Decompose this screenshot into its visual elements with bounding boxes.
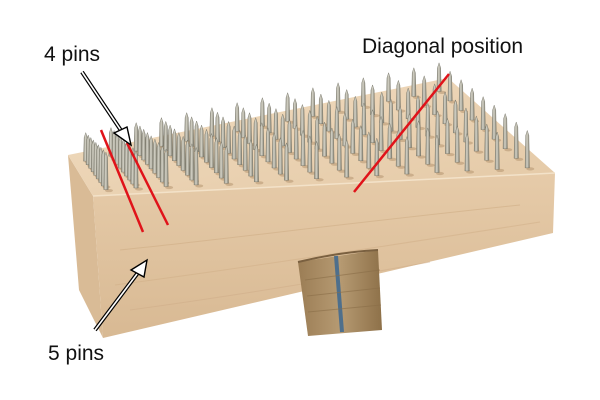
pin xyxy=(237,129,247,168)
pin xyxy=(491,104,502,142)
pin xyxy=(445,117,455,157)
pin xyxy=(425,127,435,167)
wood-grain xyxy=(114,221,541,286)
pin xyxy=(277,137,288,177)
four-pin-guide-line-left xyxy=(99,129,145,233)
pin xyxy=(322,121,332,159)
pin xyxy=(318,93,328,127)
pin xyxy=(484,123,494,163)
pin xyxy=(242,134,253,174)
board-left-face xyxy=(68,155,103,338)
pin xyxy=(434,134,444,176)
pin-grid xyxy=(83,62,535,193)
pin xyxy=(404,135,414,177)
board-edge xyxy=(92,172,556,197)
diagonal-guide-line xyxy=(353,73,450,193)
pin xyxy=(344,88,354,122)
pin xyxy=(447,70,458,104)
pin xyxy=(524,129,535,171)
diagonal-position-label: Diagonal position xyxy=(362,35,524,58)
pin xyxy=(156,141,166,181)
pin xyxy=(231,125,242,162)
pin xyxy=(314,140,324,182)
pin xyxy=(366,131,376,171)
pin xyxy=(358,124,368,164)
wood-grain xyxy=(129,261,431,311)
pin xyxy=(329,127,339,166)
pin xyxy=(287,118,297,156)
strap-stripe xyxy=(334,255,344,333)
pin xyxy=(266,102,277,136)
pin xyxy=(494,131,505,173)
pin xyxy=(193,146,204,188)
pin xyxy=(284,142,294,183)
pin xyxy=(350,118,360,156)
pin xyxy=(502,112,513,152)
pin xyxy=(307,135,317,175)
pin xyxy=(464,132,475,174)
five-pins-label: 5 pins xyxy=(48,342,105,365)
pin xyxy=(254,143,264,185)
pin xyxy=(352,95,363,130)
pin xyxy=(454,125,465,165)
pin xyxy=(344,139,354,180)
four-pins-label: 4 pins xyxy=(44,43,101,66)
pin xyxy=(335,82,346,114)
pin xyxy=(416,120,426,159)
wood-grain xyxy=(119,204,521,251)
pin xyxy=(223,145,234,186)
hessian-strap xyxy=(297,249,382,336)
arrow-to-four-pins xyxy=(80,70,133,147)
four-pin-guide-line-right xyxy=(125,142,170,226)
pin xyxy=(397,105,408,143)
pin xyxy=(336,133,347,173)
arrow-to-five-pins xyxy=(93,258,148,332)
pin xyxy=(310,87,320,119)
pin xyxy=(473,115,484,154)
pin xyxy=(406,112,417,151)
pin xyxy=(163,148,174,190)
pin xyxy=(513,121,524,161)
pin xyxy=(103,151,113,193)
